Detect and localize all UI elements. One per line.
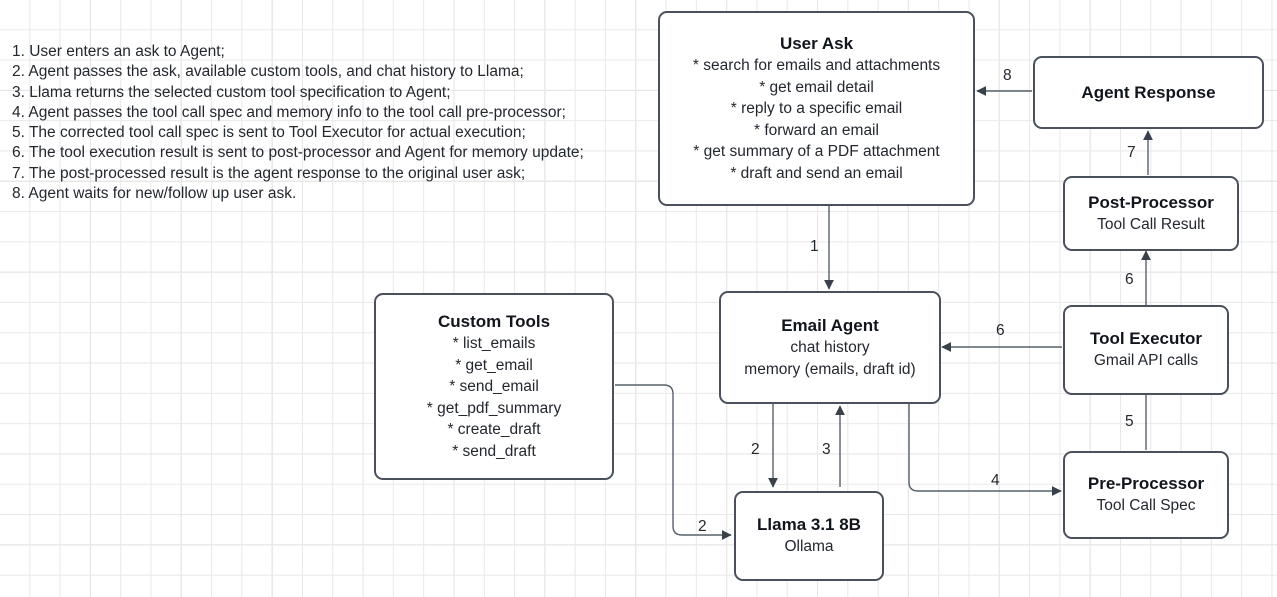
edge-2b-custom-tools-to-llama (615, 384, 732, 540)
node-llama-sub: Ollama (784, 538, 834, 556)
edge-label-5: 5 (1125, 413, 1134, 430)
edge-label-1: 1 (810, 238, 819, 255)
legend-steps: 1. User enters an ask to Agent; 2. Agent… (12, 42, 652, 204)
node-tool-executor-title: Tool Executor (1089, 329, 1203, 349)
node-user-ask-items: * search for emails and attachments * ge… (693, 55, 940, 184)
legend-line-3: 3. Llama returns the selected custom too… (12, 83, 451, 101)
user-ask-item-1: * search for emails and attachments (692, 57, 941, 74)
legend-line-8: 8. Agent waits for new/follow up user as… (12, 185, 297, 203)
node-agent-response[interactable]: Agent Response (1033, 56, 1264, 129)
custom-tool-item-3: * send_email (449, 378, 539, 395)
user-ask-item-4: * forward an email (754, 121, 879, 139)
node-llama-title: Llama 3.1 8B (757, 515, 861, 535)
legend-line-2: 2. Agent passes the ask, available custo… (12, 63, 524, 81)
custom-tool-item-6: * send_draft (452, 442, 536, 460)
edge-4-email-agent-to-pre-processor (908, 404, 1062, 496)
edge-label-6a: 6 (996, 322, 1005, 339)
user-ask-item-5: * get summary of a PDF attachment (693, 143, 940, 160)
node-email-agent-sub-1: chat history (790, 339, 870, 356)
edge-label-6b: 6 (1125, 271, 1134, 288)
node-tool-executor[interactable]: Tool Executor Gmail API calls (1063, 305, 1229, 395)
node-tool-executor-sub: Gmail API calls (1093, 352, 1199, 370)
node-user-ask[interactable]: User Ask * search for emails and attachm… (658, 11, 975, 206)
user-ask-item-2: * get email detail (759, 78, 874, 96)
custom-tool-item-4: * get_pdf_summary (426, 399, 562, 417)
edge-label-2b: 2 (698, 518, 707, 535)
node-post-processor-title: Post-Processor (1088, 192, 1214, 212)
custom-tool-item-1: * list_emails (452, 335, 536, 352)
node-email-agent-title: Email Agent (781, 316, 879, 335)
legend-line-5: 5. The corrected tool call spec is sent … (12, 124, 526, 142)
node-user-ask-title: User Ask (779, 34, 854, 53)
user-ask-item-6: * draft and send an email (730, 164, 903, 182)
node-post-processor-sub: Tool Call Result (1097, 215, 1205, 233)
node-pre-processor[interactable]: Pre-Processor Tool Call Spec (1063, 451, 1229, 539)
node-pre-processor-sub: Tool Call Spec (1096, 497, 1196, 515)
edge-label-2a: 2 (751, 441, 760, 458)
edge-label-3: 3 (822, 441, 831, 458)
node-custom-tools[interactable]: Custom Tools * list_emails * get_email *… (374, 293, 614, 480)
legend-line-6: 6. The tool execution result is sent to … (12, 144, 584, 162)
legend-line-7: 7. The post-processed result is the agen… (12, 164, 526, 182)
node-email-agent[interactable]: Email Agent chat history memory (emails,… (719, 291, 941, 404)
custom-tool-item-2: * get_email (455, 356, 533, 374)
node-llama[interactable]: Llama 3.1 8B Ollama (734, 491, 884, 581)
node-post-processor[interactable]: Post-Processor Tool Call Result (1063, 176, 1239, 251)
user-ask-item-3: * reply to a specific email (730, 100, 903, 117)
node-pre-processor-title: Pre-Processor (1087, 474, 1205, 494)
edge-label-4: 4 (991, 472, 1000, 489)
node-custom-tools-title: Custom Tools (437, 312, 551, 331)
custom-tool-item-5: * create_draft (447, 421, 541, 438)
legend-line-1: 1. User enters an ask to Agent; (12, 43, 225, 60)
legend-line-4: 4. Agent passes the tool call spec and m… (12, 103, 566, 121)
edge-label-8: 8 (1003, 67, 1012, 84)
node-custom-tools-items: * list_emails * get_email * send_email *… (427, 333, 561, 462)
node-email-agent-sub-2: memory (emails, draft id) (744, 360, 916, 378)
node-agent-response-title: Agent Response (1081, 82, 1216, 102)
edge-label-7: 7 (1127, 144, 1136, 161)
